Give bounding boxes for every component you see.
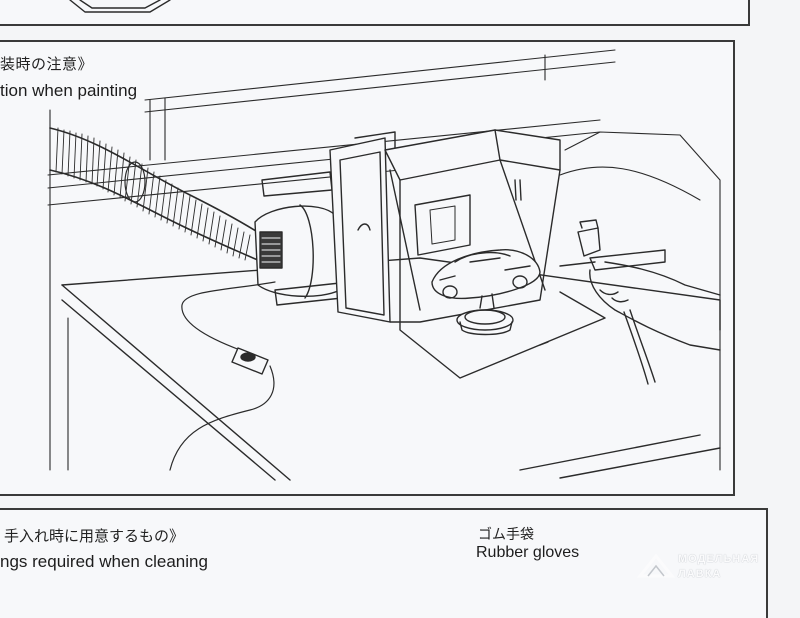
spray-booth-illustration (47, 0, 721, 600)
hand-icon (589, 261, 721, 351)
gloves-label-en: Rubber gloves (476, 544, 580, 561)
airbrush-icon (559, 219, 666, 385)
cleaning-heading-en: ngs required when cleaning (0, 552, 208, 571)
watermark-line-2: ЛАВКА (678, 568, 722, 580)
store-watermark: МОДЕЛЬНАЯ ЛАВКА (636, 548, 786, 588)
fan-motor-icon (254, 171, 343, 306)
section-heading-jp: 装時の注意》 (0, 55, 94, 73)
logo-icon (636, 553, 676, 578)
model-car-icon (431, 249, 541, 300)
top-panel-frame (0, 0, 750, 26)
gloves-label-jp: ゴム手袋 (478, 527, 534, 543)
cleaning-heading-jp: 手入れ時に用意するもの》 (4, 527, 185, 545)
work-table (61, 257, 721, 481)
spray-booth-icon (329, 129, 606, 379)
power-cord (169, 281, 276, 471)
section-heading-en: tion when painting (0, 81, 138, 100)
top-partial-shape (69, 0, 171, 13)
power-switch-icon (231, 347, 269, 375)
watermark-line-1: МОДЕЛЬНАЯ (678, 553, 760, 565)
exhaust-hose-icon (49, 127, 271, 263)
turntable-icon (456, 293, 514, 336)
